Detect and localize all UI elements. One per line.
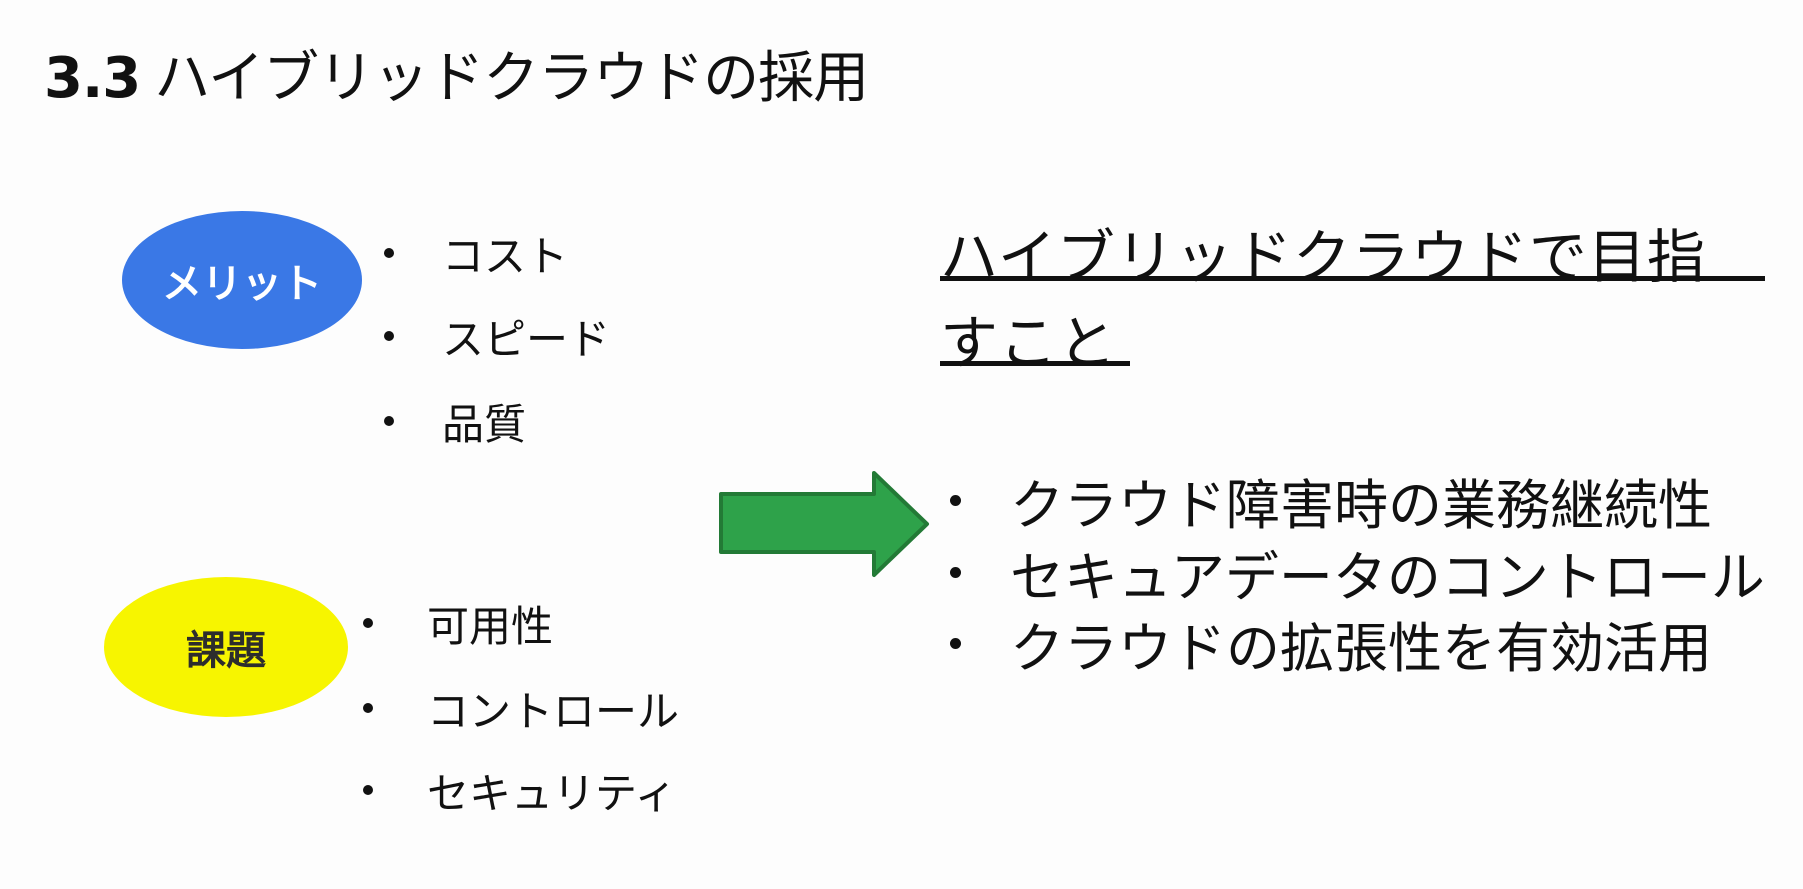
heading-underline-2 (940, 361, 1130, 366)
issues-ellipse: 課題 (104, 577, 348, 717)
goal-item: セキュアデータのコントロール (950, 539, 1765, 609)
bullet-icon (950, 495, 961, 506)
issue-item-text: 可用性 (427, 601, 554, 651)
bullet-icon (384, 416, 394, 426)
issues-label: 課題 (186, 628, 266, 674)
merit-item-text: コスト (442, 231, 569, 281)
goal-item: クラウド障害時の業務継続性 (950, 467, 1712, 537)
goal-item: クラウドの拡張性を有効活用 (950, 610, 1712, 680)
issue-item: セキュリティ (363, 765, 676, 818)
goals-heading-line2: すこと (940, 309, 1118, 377)
bullet-icon (363, 785, 373, 795)
heading-underline-1 (940, 276, 1765, 281)
bullet-icon (384, 248, 394, 258)
issue-item: コントロール (363, 683, 679, 736)
goals-heading: ハイブリッドクラウドで目指 すこと (940, 214, 1770, 386)
issue-item: 可用性 (363, 598, 553, 651)
merit-item-text: スピード (442, 314, 611, 364)
merit-item: コスト (384, 228, 568, 281)
merit-item: 品質 (384, 396, 526, 449)
goal-item-text: クラウドの拡張性を有効活用 (1010, 616, 1712, 680)
issue-item-text: コントロール (427, 686, 680, 736)
goal-item-text: クラウド障害時の業務継続性 (1010, 473, 1712, 537)
bullet-icon (384, 331, 394, 341)
goals-heading-line1: ハイブリッドクラウドで目指 (940, 223, 1706, 291)
merit-item: スピード (384, 311, 610, 364)
issue-item-text: セキュリティ (427, 768, 677, 818)
bullet-icon (363, 618, 373, 628)
right-arrow-icon (719, 471, 929, 577)
goal-item-text: セキュアデータのコントロール (1010, 545, 1765, 609)
section-number: 3.3 (44, 46, 141, 111)
bullet-icon (950, 567, 961, 578)
bullet-icon (363, 703, 373, 713)
merit-label: メリット (162, 261, 322, 307)
bullet-icon (950, 638, 961, 649)
merit-ellipse: メリット (122, 211, 362, 349)
merit-item-text: 品質 (442, 399, 527, 449)
section-title-text: ハイブリッドクラウドの採用 (154, 46, 869, 111)
